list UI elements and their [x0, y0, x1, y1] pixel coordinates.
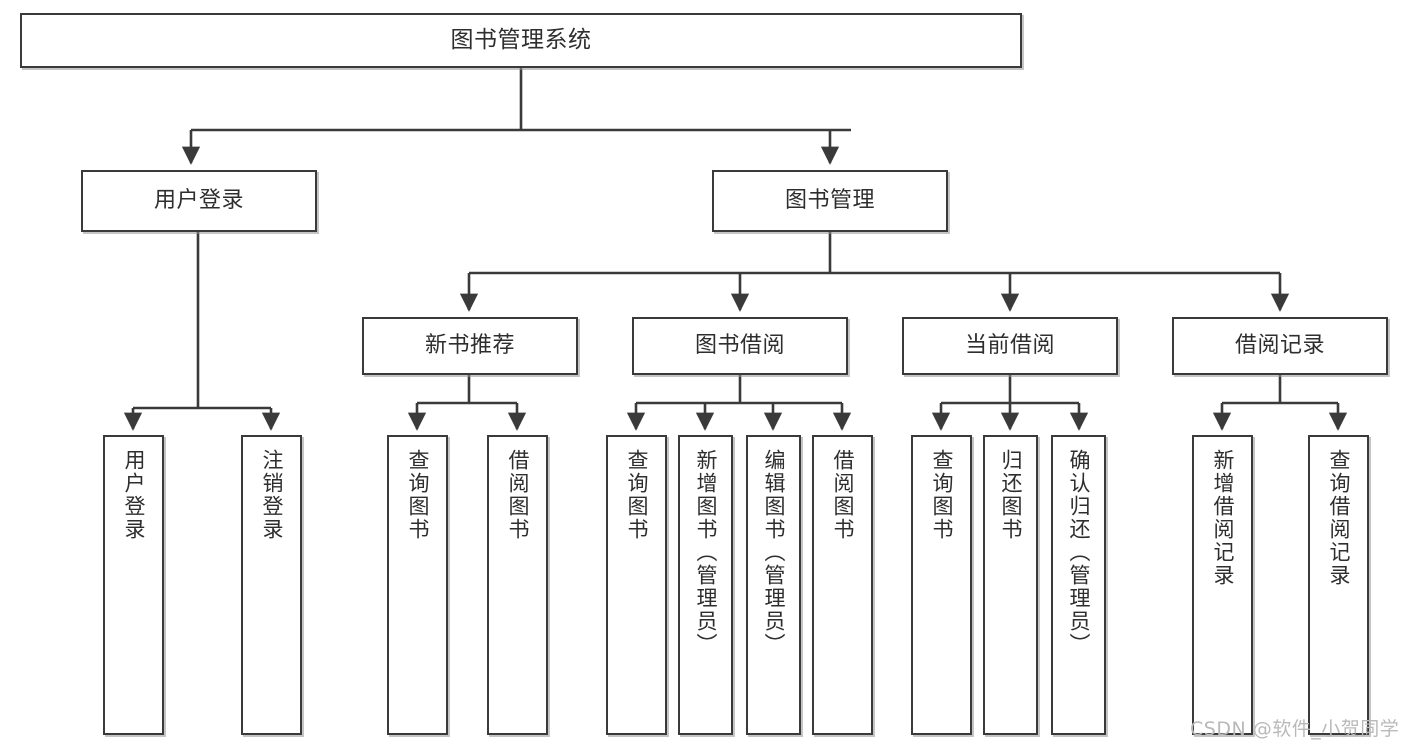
leaf-add-book-label: 新增图书（管理员）	[694, 449, 719, 656]
node-root-label: 图书管理系统	[450, 27, 592, 54]
node-new-book-recommend[interactable]: 新书推荐	[362, 317, 578, 375]
leaf-query-book-2-label: 查询图书	[625, 449, 650, 541]
node-borrow-record-label: 借阅记录	[1234, 333, 1325, 359]
leaf-return-book-label: 归还图书	[999, 449, 1024, 541]
node-borrow-record[interactable]: 借阅记录	[1172, 317, 1388, 375]
node-current-borrow[interactable]: 当前借阅	[902, 317, 1118, 375]
leaf-query-book-1-label: 查询图书	[406, 449, 431, 541]
leaf-query-book-3-label: 查询图书	[930, 449, 955, 541]
leaf-user-login[interactable]: 用户登录	[103, 435, 164, 735]
leaf-logout-label: 注销登录	[260, 449, 285, 541]
node-new-book-recommend-label: 新书推荐	[424, 333, 515, 359]
leaf-return-book[interactable]: 归还图书	[983, 435, 1038, 735]
leaf-query-record[interactable]: 查询借阅记录	[1308, 435, 1369, 735]
node-user-login[interactable]: 用户登录	[81, 170, 317, 232]
node-book-manage[interactable]: 图书管理	[712, 170, 948, 232]
leaf-borrow-book-2-label: 借阅图书	[831, 449, 856, 541]
leaf-confirm-return[interactable]: 确认归还（管理员）	[1051, 435, 1106, 735]
leaf-borrow-book-1-label: 借阅图书	[506, 449, 531, 541]
node-root[interactable]: 图书管理系统	[20, 13, 1022, 68]
leaf-add-record[interactable]: 新增借阅记录	[1192, 435, 1253, 735]
leaf-edit-book[interactable]: 编辑图书（管理员）	[746, 435, 801, 735]
csdn-watermark: CSDN @软件_小贺同学	[1190, 718, 1400, 740]
leaf-borrow-book-2[interactable]: 借阅图书	[812, 435, 873, 735]
leaf-query-record-label: 查询借阅记录	[1327, 449, 1352, 587]
node-book-borrow[interactable]: 图书借阅	[632, 317, 848, 375]
leaf-user-login-label: 用户登录	[122, 449, 147, 541]
node-user-login-label: 用户登录	[153, 188, 244, 214]
leaf-add-book[interactable]: 新增图书（管理员）	[678, 435, 733, 735]
leaf-query-book-1[interactable]: 查询图书	[387, 435, 448, 735]
leaf-confirm-return-label: 确认归还（管理员）	[1067, 449, 1092, 656]
node-book-manage-label: 图书管理	[784, 188, 875, 214]
leaf-query-book-3[interactable]: 查询图书	[911, 435, 972, 735]
leaf-query-book-2[interactable]: 查询图书	[606, 435, 667, 735]
leaf-add-record-label: 新增借阅记录	[1211, 449, 1236, 587]
leaf-logout[interactable]: 注销登录	[241, 435, 302, 735]
leaf-borrow-book-1[interactable]: 借阅图书	[487, 435, 548, 735]
node-current-borrow-label: 当前借阅	[964, 333, 1055, 359]
leaf-edit-book-label: 编辑图书（管理员）	[762, 449, 787, 656]
node-book-borrow-label: 图书借阅	[694, 333, 785, 359]
